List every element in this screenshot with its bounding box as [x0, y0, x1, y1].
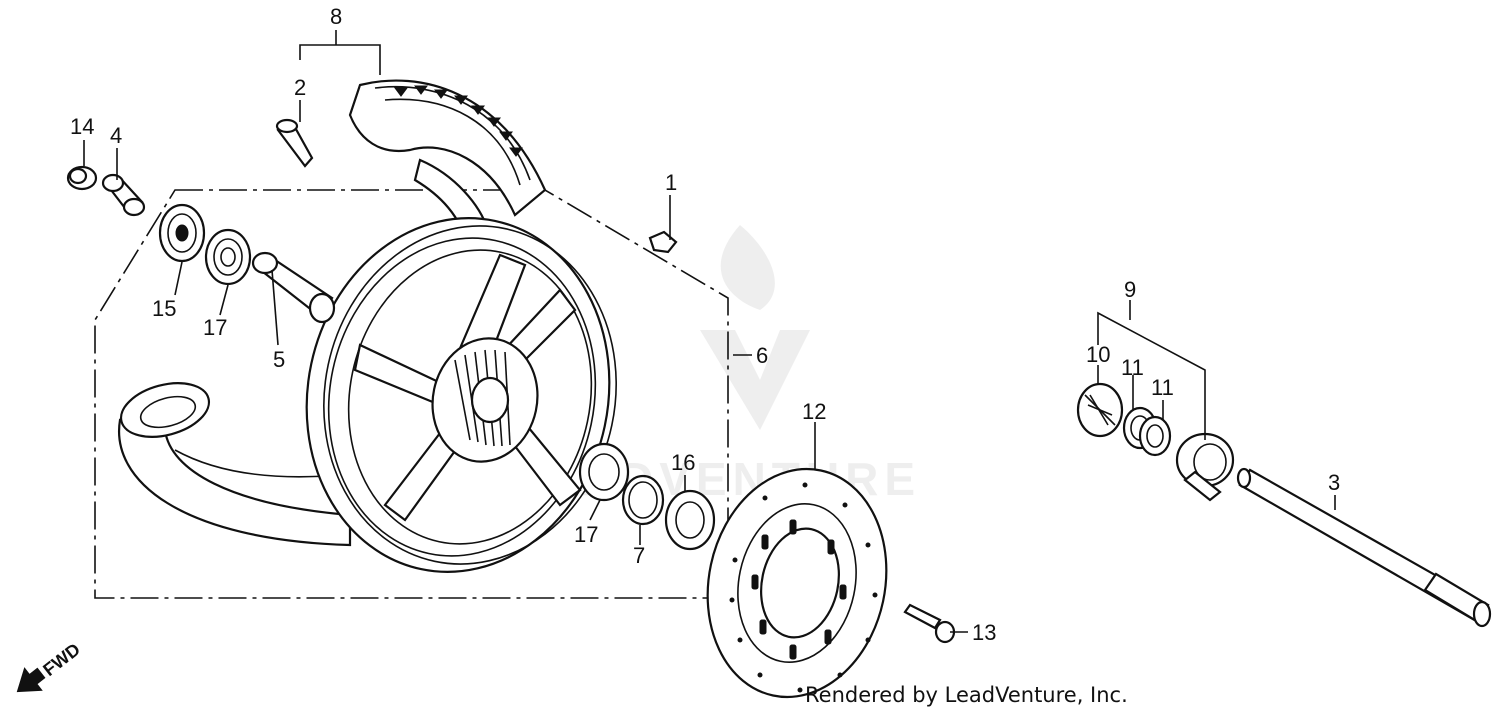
callout-3: 3: [1328, 470, 1340, 495]
cap-nut: [66, 165, 98, 191]
front-axle: [1236, 467, 1492, 628]
valve-stem: [275, 118, 314, 168]
disk-bolt: [903, 603, 956, 644]
callout-17-b: 17: [574, 522, 598, 547]
bearing-17-right: [578, 442, 630, 502]
leader-lines: [83, 30, 1336, 633]
bearing-17-left: [204, 228, 252, 286]
callout-10: 10: [1086, 342, 1110, 367]
callout-5: 5: [273, 347, 285, 372]
callout-13: 13: [972, 620, 996, 645]
bearing-15: [158, 203, 206, 263]
callout-6: 6: [756, 343, 768, 368]
callout-17-a: 17: [203, 315, 227, 340]
retaining-ring: [621, 474, 665, 526]
wheel-rim: [305, 217, 617, 573]
distance-collar: [251, 251, 336, 324]
callout-7: 7: [633, 543, 645, 568]
callout-14: 14: [70, 114, 94, 139]
speedometer-gearbox: [1175, 432, 1235, 502]
credit-line: Rendered by LeadVenture, Inc.: [805, 683, 1128, 707]
brake-disk: [706, 467, 888, 699]
callout-9: 9: [1124, 277, 1136, 302]
callout-1: 1: [665, 170, 677, 195]
axle-collar: [101, 173, 146, 217]
callout-2: 2: [294, 75, 306, 100]
forward-label: FWD: [39, 639, 84, 680]
speedometer-washer-b: [1138, 415, 1172, 457]
callout-16: 16: [671, 450, 695, 475]
balance-weight: [648, 230, 678, 254]
callout-12: 12: [802, 399, 826, 424]
callout-11-a: 11: [1121, 355, 1144, 380]
callouts: 1 2 3 4 5 6 7 8 9 10 11 11 12 13 14 15 1…: [70, 4, 1340, 645]
callout-4: 4: [110, 123, 122, 148]
rim-band: [117, 382, 352, 547]
speedometer-gear: [1076, 382, 1124, 438]
callout-11-b: 11: [1151, 375, 1174, 400]
callout-15: 15: [152, 296, 176, 321]
forward-arrow-icon: FWD: [16, 639, 84, 693]
callout-8: 8: [330, 4, 342, 29]
dust-seal: [664, 489, 716, 551]
